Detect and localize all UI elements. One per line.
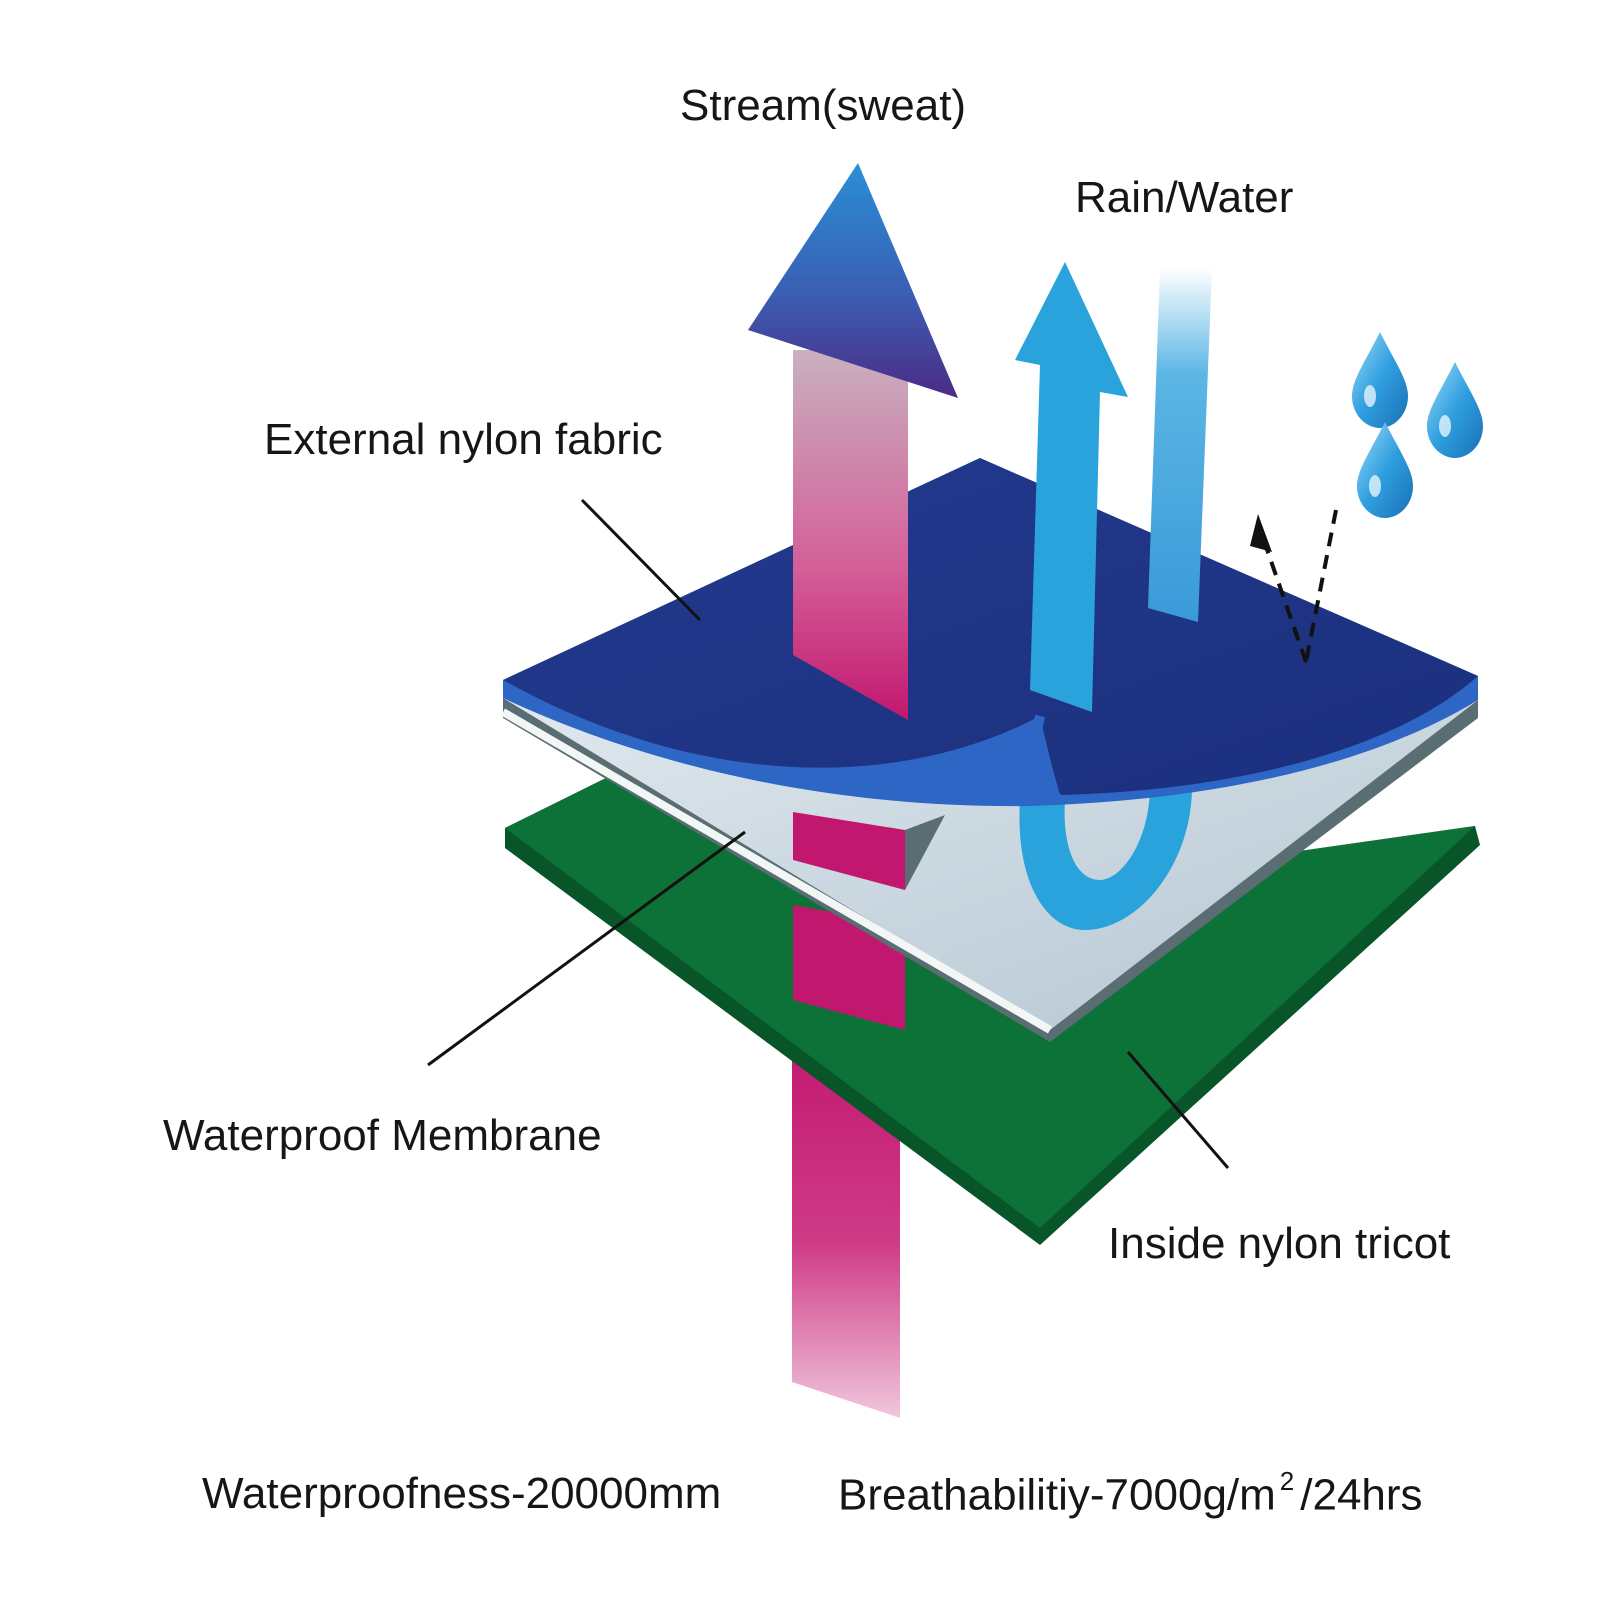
water-droplet-icon — [1352, 332, 1408, 428]
breathability-value: Breathabilitiy-7000g/m — [838, 1470, 1276, 1520]
label-rain-water: Rain/Water — [1075, 173, 1294, 222]
deflection-arrow — [1250, 509, 1338, 663]
water-strip — [1148, 268, 1212, 622]
label-waterproof-membrane: Waterproof Membrane — [163, 1111, 602, 1160]
water-arrow-icon — [1015, 262, 1128, 712]
external-nylon-fabric-layer — [503, 458, 1478, 807]
label-stream-sweat: Stream(sweat) — [680, 81, 967, 130]
leader-line-inside — [1126, 1051, 1230, 1169]
sweat-arrow-icon — [748, 163, 958, 398]
label-inside-nylon-tricot: Inside nylon tricot — [1108, 1219, 1451, 1268]
water-droplet-icon — [1357, 422, 1413, 518]
sweat-arrow-membrane — [793, 812, 905, 890]
leader-line-external — [580, 498, 702, 622]
water-loop — [1019, 790, 1192, 930]
label-external-nylon-fabric: External nylon fabric — [264, 415, 663, 464]
water-droplet-icon — [1427, 362, 1483, 458]
membrane-tear-shadow — [905, 815, 945, 890]
breathability-unit: /24hrs — [1300, 1470, 1423, 1520]
spec-waterproofness: Waterproofness-20000mm — [202, 1469, 722, 1518]
sweat-arrow-upper — [793, 350, 908, 720]
leader-line-membrane — [427, 830, 746, 1067]
breathability-exponent: 2 — [1279, 1466, 1295, 1496]
sweat-arrow-lower — [792, 1030, 900, 1418]
